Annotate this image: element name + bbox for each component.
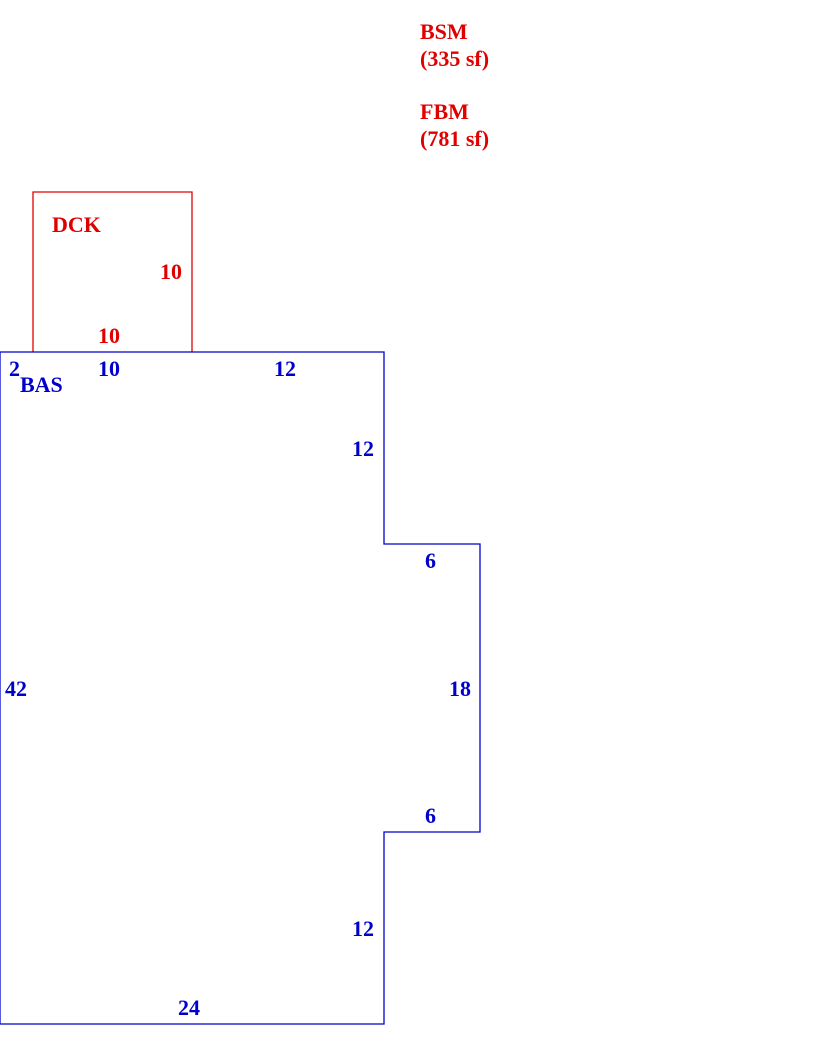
legend-bsm-area: (335 sf) <box>420 46 490 71</box>
legend-fbm: FBM (781 sf) <box>420 98 489 152</box>
base-dim-top-left: 10 <box>98 356 120 381</box>
deck-label: DCK <box>52 212 101 237</box>
base-dim-right-lower: 12 <box>352 916 374 941</box>
deck-dim-bottom: 10 <box>98 323 120 348</box>
base-dim-bump-top: 6 <box>425 548 436 573</box>
deck-outline <box>32 191 193 352</box>
base-dim-left: 42 <box>5 676 27 701</box>
base-dim-bump-bottom: 6 <box>425 803 436 828</box>
deck-dim-right: 10 <box>160 259 182 284</box>
legend-fbm-code: FBM <box>420 99 469 124</box>
base-dim-top-left-jog: 2 <box>9 356 20 381</box>
base-dim-bump-right: 18 <box>449 676 471 701</box>
base-dim-bottom: 24 <box>178 995 200 1020</box>
base-label: BAS <box>20 372 63 397</box>
base-dim-right-upper: 12 <box>352 436 374 461</box>
legend-fbm-area: (781 sf) <box>420 126 490 151</box>
base-dim-top-right: 12 <box>274 356 296 381</box>
legend-bsm: BSM (335 sf) <box>420 18 489 72</box>
base-outline <box>0 351 481 1025</box>
legend-bsm-code: BSM <box>420 19 468 44</box>
